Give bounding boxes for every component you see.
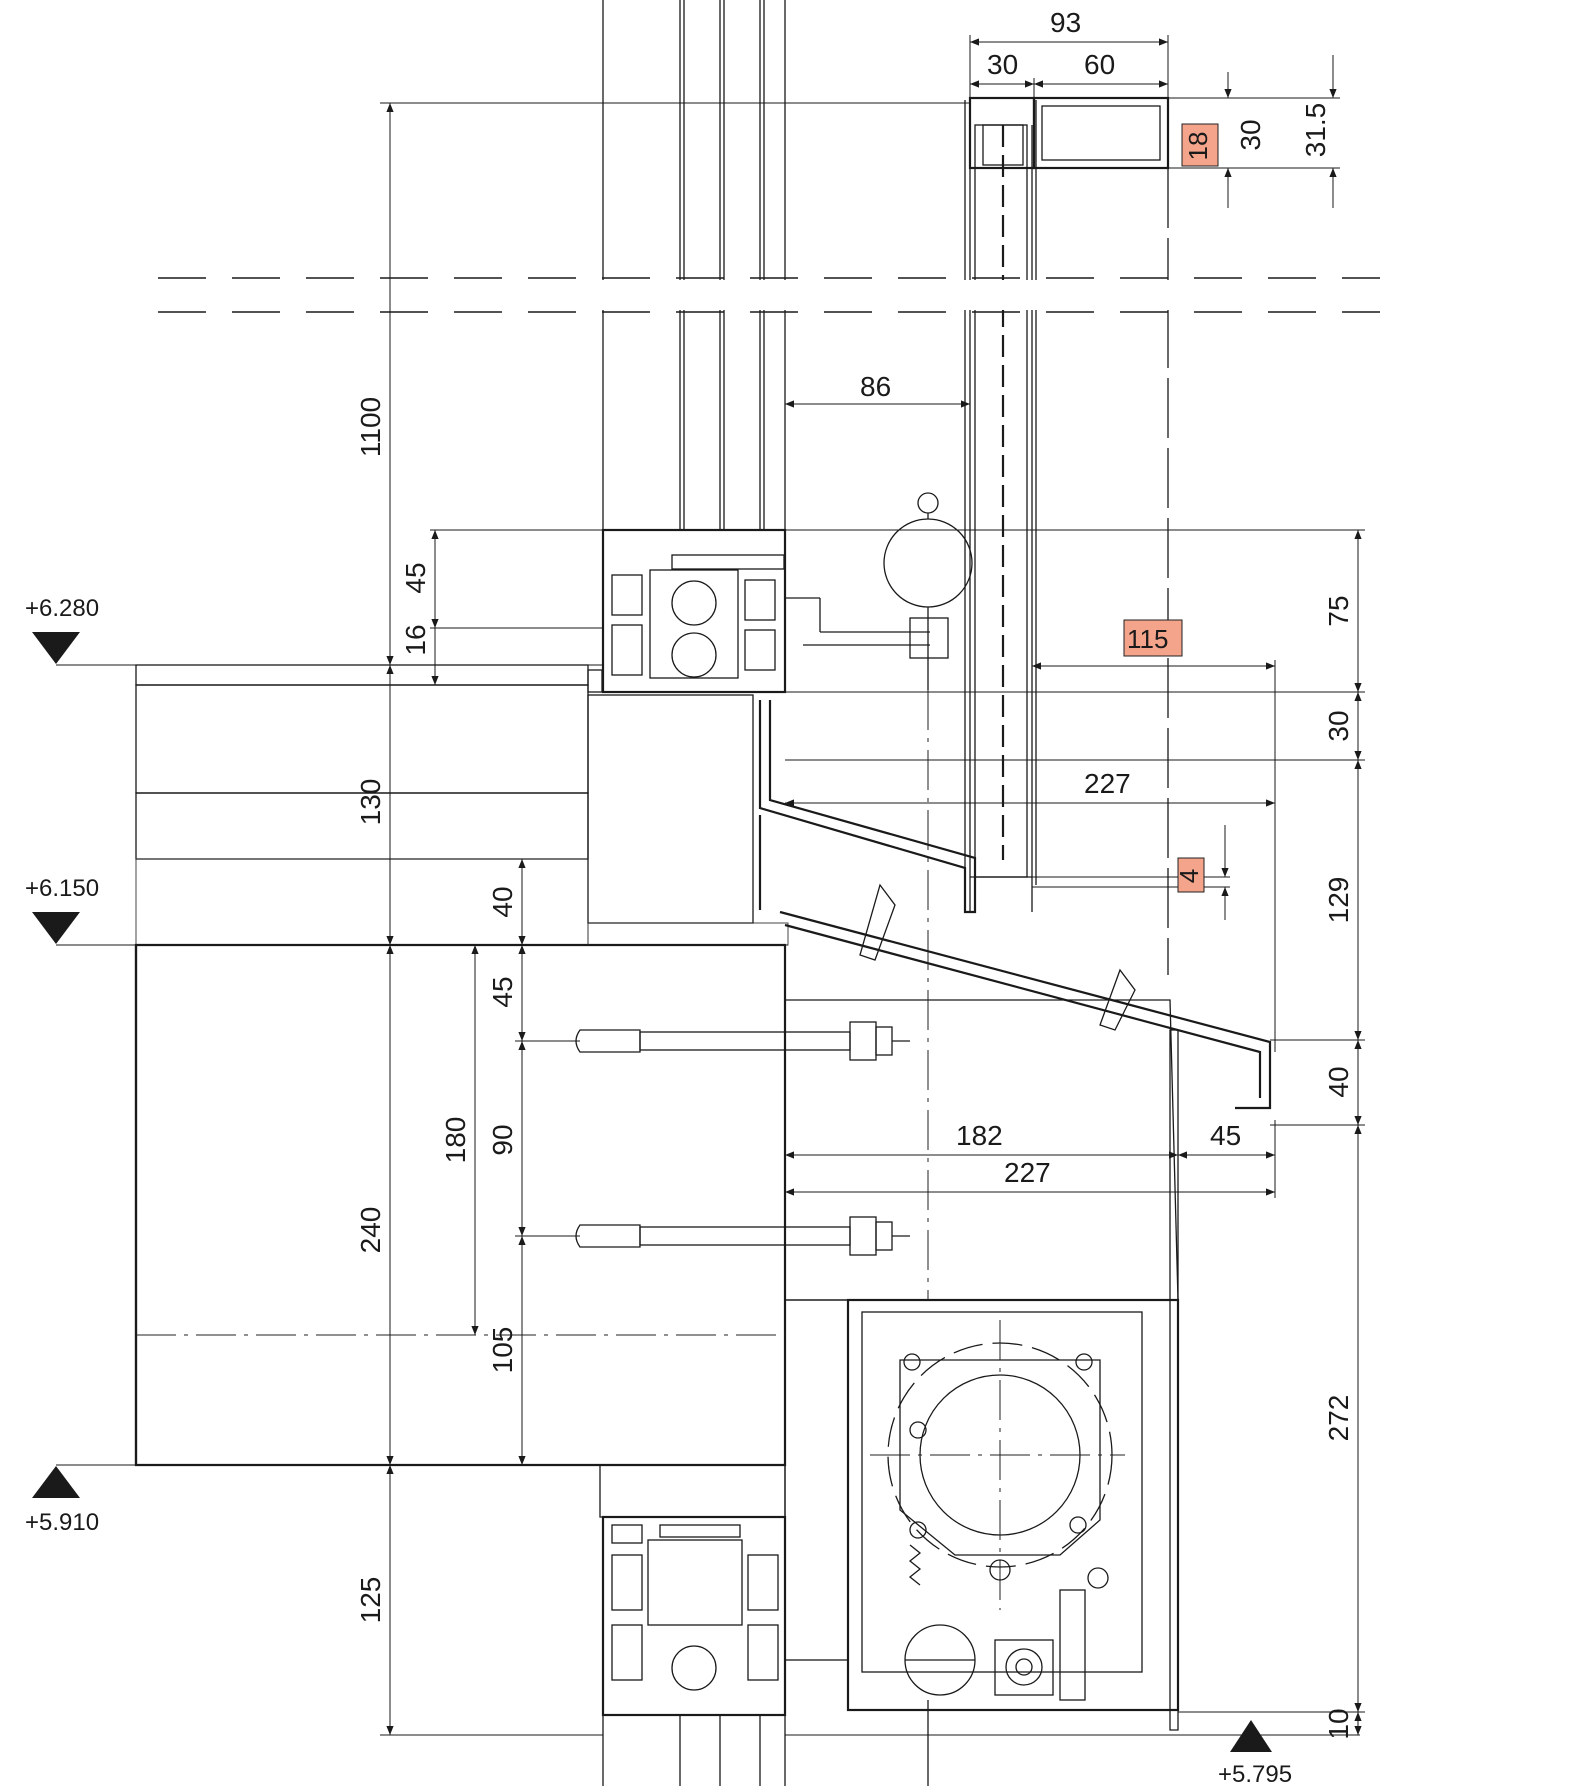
highlight-box-4 [1177, 857, 1205, 893]
highlight-box-115 [1123, 619, 1183, 657]
anchor-bolt-lower [575, 1216, 910, 1256]
handrail-profile [968, 96, 1170, 170]
dim-272: 272 [1323, 1395, 1354, 1442]
dim-30-side: 30 [1235, 119, 1266, 150]
dim-30-top: 30 [987, 49, 1018, 80]
upper-window-frame [601, 528, 930, 694]
elevation-label-6150: +6.150 [25, 875, 99, 902]
screed-layer [135, 684, 589, 794]
dim-130: 130 [355, 779, 386, 826]
sill-flashing [758, 700, 1272, 1731]
dim-30-right: 30 [1323, 710, 1354, 741]
dim-125: 125 [355, 1577, 386, 1624]
dim-10: 10 [1323, 1708, 1354, 1739]
floor-finish-layer [135, 664, 589, 686]
dim-45-a: 45 [400, 562, 431, 593]
dim-93: 93 [1050, 7, 1081, 38]
dim-75: 75 [1323, 595, 1354, 626]
dim-227-lower: 227 [1004, 1157, 1051, 1188]
balustrade-glass [964, 100, 1037, 912]
fill-layer [135, 858, 589, 946]
dim-45-right: 45 [1210, 1120, 1241, 1151]
dim-240: 240 [355, 1207, 386, 1254]
dim-86: 86 [860, 371, 891, 402]
highlight-value-18: 18 [1183, 132, 1213, 161]
lower-window-frame [601, 1515, 929, 1786]
dim-182: 182 [956, 1120, 1003, 1151]
highlight-value-115: 115 [1127, 624, 1168, 654]
dimension-lines [56, 35, 1365, 1736]
dim-31-5: 31.5 [1300, 103, 1331, 158]
insulation-strip-bottom [587, 922, 789, 946]
highlight-value-4: 4 [1174, 869, 1204, 883]
highlight-box-18 [1181, 123, 1219, 167]
break-gap [158, 280, 1380, 310]
face-insulation-strip [784, 1299, 849, 1661]
front-insulation-block [587, 694, 754, 924]
dim-16: 16 [400, 624, 431, 655]
dim-60: 60 [1084, 49, 1115, 80]
elevation-label-5795: +5.795 [1218, 1761, 1292, 1786]
dim-40-left: 40 [487, 886, 518, 917]
sealant-strip [587, 669, 603, 693]
dim-90: 90 [487, 1124, 518, 1155]
dim-105: 105 [487, 1327, 518, 1374]
anchor-bolt-upper [575, 1021, 910, 1061]
upper-window-glazing [602, 0, 786, 530]
dim-40-right: 40 [1323, 1066, 1354, 1097]
roller-shutter-box [846, 1298, 1180, 1712]
elevation-label-5910: +5.910 [25, 1509, 99, 1536]
lintel-insulation [599, 1464, 786, 1518]
dim-1100: 1100 [355, 397, 386, 457]
dim-45-b: 45 [487, 976, 518, 1007]
dim-180: 180 [440, 1117, 471, 1164]
elevation-label-6280: +6.280 [25, 595, 99, 622]
dim-129: 129 [1323, 877, 1354, 924]
dim-227-upper: 227 [1084, 768, 1131, 799]
drainage-pipe [883, 492, 973, 690]
elevation-markers [32, 632, 1272, 1752]
concrete-slab [134, 943, 787, 1467]
